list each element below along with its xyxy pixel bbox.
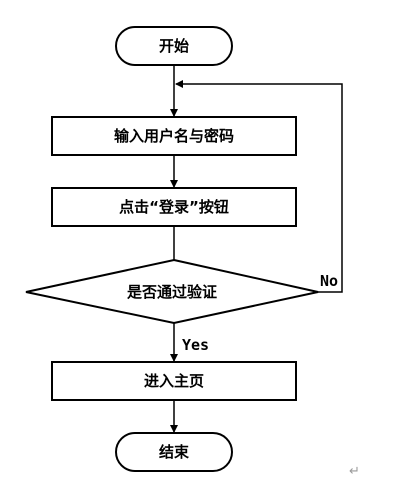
- yes-edge-label: Yes: [182, 336, 209, 354]
- verification-label: 是否通过验证: [126, 283, 217, 301]
- paragraph-mark-icon: ↵: [349, 464, 360, 479]
- no-loop-connector: [175, 80, 343, 293]
- enter-homepage-label: 进入主页: [144, 372, 204, 390]
- end-terminal: [115, 432, 233, 472]
- input-credentials-box: [51, 116, 297, 156]
- click-login-label: 点击“登录”按钮: [119, 198, 229, 216]
- start-label: 开始: [159, 37, 189, 55]
- no-edge-label: No: [320, 272, 338, 290]
- end-label: 结束: [159, 443, 190, 461]
- input-credentials-label: 输入用户名与密码: [114, 127, 234, 145]
